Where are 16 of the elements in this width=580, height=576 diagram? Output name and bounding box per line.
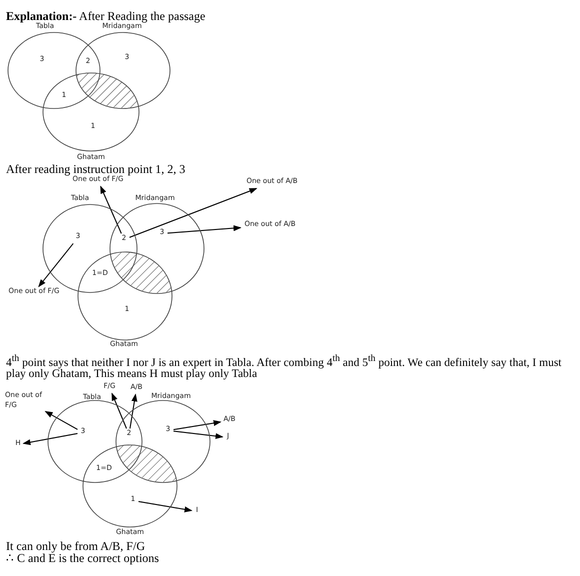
arrow xyxy=(173,430,224,440)
explanation-text: ∴ C and E is the correct options xyxy=(6,552,160,564)
arrow xyxy=(167,225,242,234)
arrow xyxy=(100,186,122,234)
arrow xyxy=(38,243,74,288)
arrow xyxy=(112,392,127,429)
explanation-text: After reading instruction point 1, 2, 3 xyxy=(6,163,186,175)
arrow xyxy=(22,433,78,446)
arrow xyxy=(129,394,138,429)
arrow xyxy=(129,188,258,238)
explanation-text: Explanation:- After Reading the passage xyxy=(6,10,206,22)
arrow xyxy=(138,500,192,512)
explanation-text: It can only be from A/B, F/G xyxy=(6,540,146,552)
arrow xyxy=(173,420,222,430)
explanation-text: 4$^{th}$ point says that neither I nor J is an expert in Tabla. After combing 4$^{th}$ and 5$^{th}$ point. We can definitely say that, I must play only Ghatam, This means H must play only Tabla xyxy=(6,353,562,380)
arrow xyxy=(44,411,78,430)
